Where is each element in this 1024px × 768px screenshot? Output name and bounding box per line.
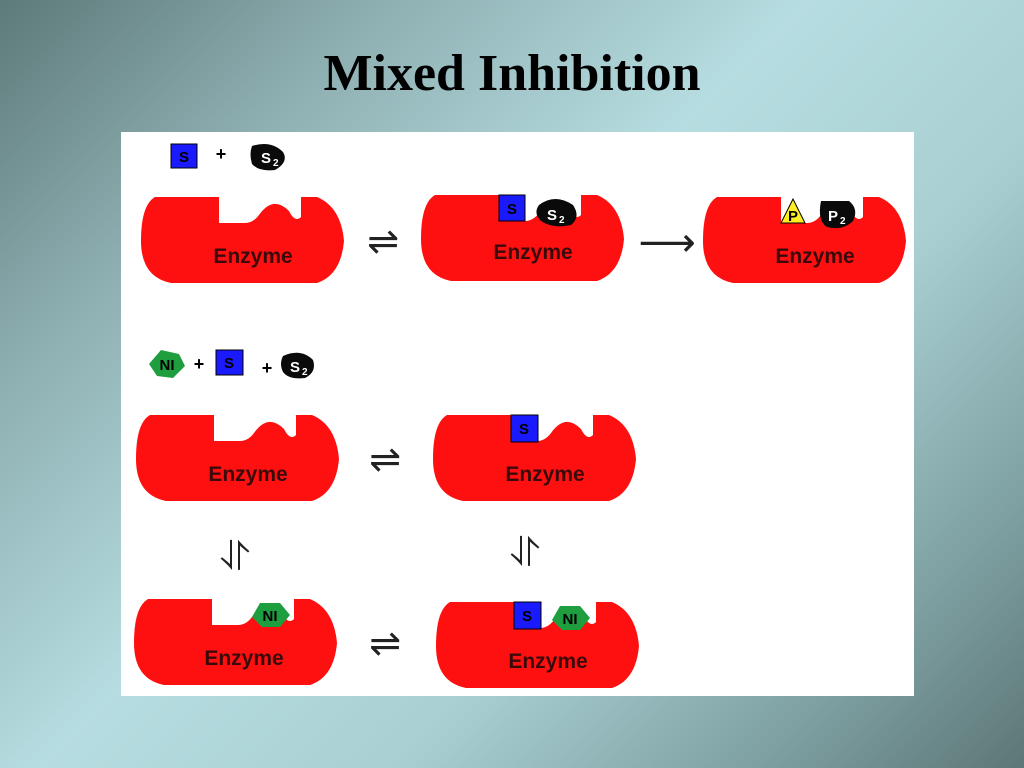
- enzyme-substrate-complex: S Enzyme: [433, 414, 636, 501]
- vertical-equilibrium-arrow-right: ⥯: [510, 530, 540, 576]
- enzyme-substrate-inhibitor-complex: S NI Enzyme: [436, 601, 639, 688]
- equilibrium-arrow-top: ⇌: [367, 219, 399, 263]
- svg-text:NI: NI: [263, 608, 278, 625]
- enzyme-free: Enzyme: [141, 197, 344, 283]
- svg-text:Enzyme: Enzyme: [204, 647, 283, 670]
- svg-text:Enzyme: Enzyme: [208, 463, 287, 486]
- reactant-substrate-2: S 2: [250, 144, 285, 171]
- forward-arrow: ⟶: [638, 220, 695, 266]
- svg-text:S: S: [261, 150, 271, 167]
- enzyme-product-complex: P P 2 Enzyme: [703, 197, 906, 283]
- enzyme-substrate-complex: S S 2 Enzyme: [421, 194, 624, 281]
- svg-text:P: P: [828, 208, 838, 225]
- reactant-substrate: S: [215, 349, 244, 376]
- svg-text:S: S: [522, 608, 532, 625]
- svg-text:Enzyme: Enzyme: [493, 241, 572, 264]
- plus-sign: +: [262, 358, 273, 378]
- svg-text:P: P: [788, 208, 798, 225]
- svg-text:2: 2: [840, 216, 846, 227]
- svg-text:S: S: [519, 421, 529, 438]
- equilibrium-arrow: ⇌: [369, 437, 401, 481]
- svg-text:S: S: [507, 201, 517, 218]
- svg-text:S: S: [224, 355, 234, 372]
- equilibrium-arrow: ⇌: [369, 621, 401, 665]
- svg-text:S: S: [179, 149, 189, 166]
- svg-text:Enzyme: Enzyme: [775, 245, 854, 268]
- vertical-equilibrium-arrow-left: ⥯: [220, 534, 250, 580]
- mixed-inhibition-diagram: S + S 2 Enzyme ⇌ S S 2 Enzyme ⟶ P: [134, 143, 906, 688]
- reactant-inhibitor: NI: [149, 350, 185, 378]
- svg-text:2: 2: [559, 215, 565, 226]
- plus-sign: +: [216, 144, 227, 164]
- svg-text:Enzyme: Enzyme: [213, 245, 292, 268]
- svg-text:2: 2: [302, 367, 308, 378]
- enzyme-inhibitor-complex: NI Enzyme: [134, 599, 337, 685]
- svg-text:S: S: [290, 359, 300, 376]
- svg-text:2: 2: [273, 158, 279, 169]
- svg-text:NI: NI: [160, 357, 175, 374]
- slide-title: Mixed Inhibition: [323, 45, 701, 102]
- reactant-substrate: S: [170, 143, 198, 169]
- svg-text:S: S: [547, 207, 557, 224]
- enzyme-free: Enzyme: [136, 415, 339, 501]
- diagram-panel: S + S 2 Enzyme ⇌ S S 2 Enzyme ⟶ P: [121, 132, 914, 696]
- svg-text:Enzyme: Enzyme: [505, 463, 584, 486]
- svg-text:NI: NI: [563, 611, 578, 628]
- plus-sign: +: [194, 354, 205, 374]
- svg-text:Enzyme: Enzyme: [508, 650, 587, 673]
- reactant-substrate-2: S 2: [281, 352, 314, 379]
